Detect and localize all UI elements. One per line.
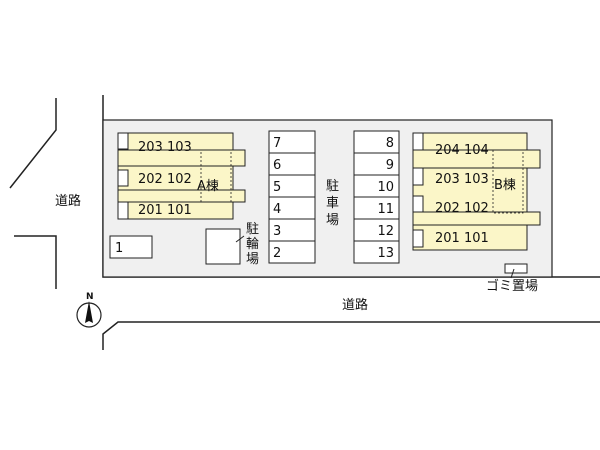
parking-space-number: 12 — [377, 224, 394, 239]
parking-space-number: 13 — [377, 246, 394, 261]
parking-space-number: 9 — [386, 158, 394, 173]
building-a-row-3: 201 101 — [138, 203, 192, 218]
parking-space-number: 4 — [273, 202, 281, 217]
building-b-row-3: 202 102 — [435, 201, 489, 216]
parking-space-number: 2 — [273, 246, 281, 261]
north-compass-icon: N — [76, 292, 102, 328]
building-a-label: A棟 — [197, 179, 219, 194]
building-b-row-1: 204 104 — [435, 143, 489, 158]
building-b-row-4: 201 101 — [435, 231, 489, 246]
building-a-row-2: 202 102 — [138, 172, 192, 187]
building-b-row-2: 203 103 — [435, 172, 489, 187]
compass-north-label: N — [86, 292, 94, 302]
road-label-bottom: 道路 — [342, 297, 368, 313]
garbage-label: ゴミ置場 — [486, 278, 538, 294]
parking-column-right: 8 9 10 11 12 13 — [353, 130, 400, 264]
parking-space-number: 5 — [273, 180, 281, 195]
parking-column-left: 7 6 5 4 3 2 — [268, 130, 316, 264]
parking-space-number: 6 — [273, 158, 281, 173]
parking-space-number: 10 — [377, 180, 394, 195]
garbage-area — [504, 263, 528, 274]
bike-parking-area — [205, 228, 241, 265]
parking-space-1 — [109, 235, 153, 259]
parking-space-number: 3 — [273, 224, 281, 239]
parking-space-1-label: 1 — [115, 241, 123, 256]
road-label-left: 道路 — [55, 193, 81, 209]
parking-space — [268, 240, 316, 264]
parking-label: 駐車場 — [326, 179, 339, 228]
building-b-label: B棟 — [494, 178, 516, 193]
parking-space-number: 7 — [273, 136, 281, 151]
building-a-row-1: 203 103 — [138, 140, 192, 155]
parking-space — [353, 240, 400, 264]
bike-parking-label: 駐輪場 — [246, 222, 259, 267]
road-edges-left — [9, 95, 104, 289]
building-b: 204 104 203 103 202 102 201 101 B棟 — [412, 132, 541, 251]
building-a: 203 103 202 102 201 101 A棟 — [117, 132, 246, 220]
parking-space-number: 11 — [377, 202, 394, 217]
parking-space-number: 8 — [386, 136, 394, 151]
